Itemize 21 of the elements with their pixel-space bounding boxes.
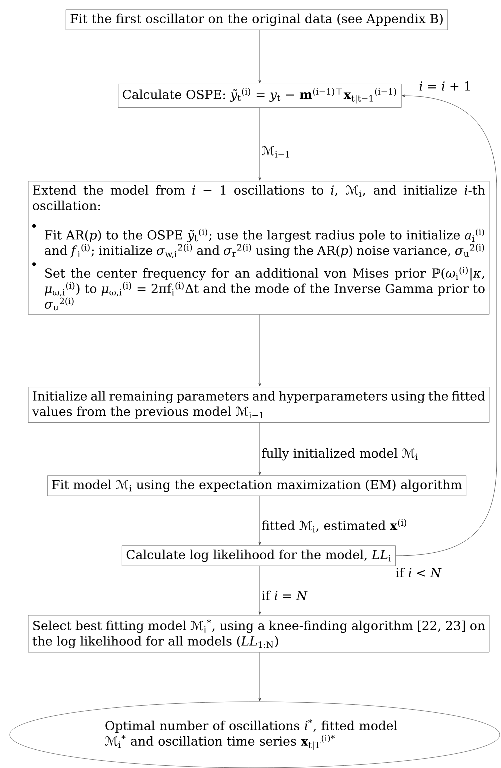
arrow (258, 566, 262, 615)
edge-label: fully initialized model ℳ$_{i}$ (260, 447, 420, 462)
edge-label: if i < N (394, 566, 444, 580)
process-box: Extend the model from i − 1 oscillations to i, ℳ$_{i}$, and initialize i-th oscillation: Fit AR(p) to the OSPE ỹ$_{t}$$^{(i)}$; use the largest radius pole to initialize a$_{i}$(i) and f$_{i}$$^{(i)}$; initialize σ$_{w,i}$$^{2(i)}$ and σ$_{r}$$^{2(i)}$ using the AR(p) noise variance, σ$_{u}$2(i) Set the center frequency for an additional von Mises prior ℙ(ω$_{i}$$^{(i)}$|κ, μ$_{ω,i}$$^{(i)}$) to μ$_{ω,i}$$^{(i)}$ = 2πf$_{i}$$^{(i)}$Δt and the mode of the Inverse Gamma prior to σ$_{u}$2(i) (28, 181, 490, 315)
process-box: Select best fitting model ℳ$_{i}$$^{*}$, using a knee-finding algorithm [22, 23] on the log likelihood for all models (LL$_{1:N}$) (28, 615, 490, 653)
arrow (258, 108, 262, 181)
process-box: Fit the first oscillator on the original data (see Appendix B) (66, 10, 448, 30)
edge-label: fitted ℳ$_{i}$, estimated x$^{(i)}$ (260, 518, 410, 534)
arrow (396, 94, 498, 556)
arrow (258, 422, 262, 476)
edge-label: if i = N (260, 589, 310, 602)
arrow (258, 652, 262, 702)
arrow (258, 496, 262, 546)
arrow (258, 30, 262, 84)
loop-label: i = i + 1 (420, 82, 470, 91)
process-box: Calculate log likelihood for the model, LL$_{i}$ (122, 546, 396, 566)
process-box: Initialize all remaining parameters and hyperparameters using the fitted values from the previous model ℳ$_{i−1}$ (28, 387, 490, 423)
process-box: Fit model ℳ$_{i}$ using the expectation maximization (EM) algorithm (47, 476, 467, 496)
process-box: Calculate OSPE: ỹ$_{t}$$^{(i)}$ = y$_{t}$ − m$^{(i−1)⊤}$x$_{t|t−1}$(i−1) (118, 84, 402, 108)
arrow (258, 314, 262, 387)
edge-label: ℳ$_{i−1}$ (260, 144, 293, 160)
